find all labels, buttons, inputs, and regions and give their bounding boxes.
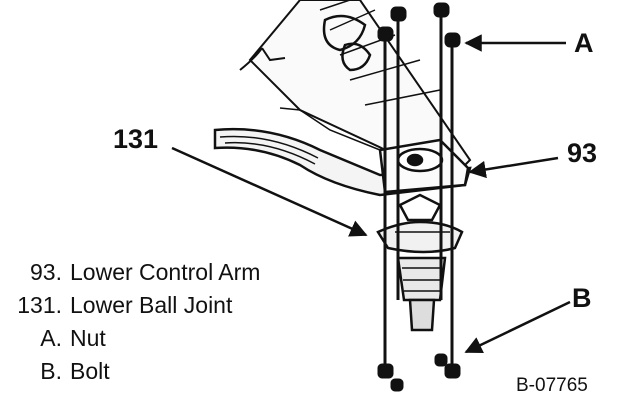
callout-nut: A bbox=[574, 28, 594, 58]
legend-text: Lower Control Arm bbox=[70, 259, 261, 285]
legend-text: Lower Ball Joint bbox=[70, 292, 233, 318]
leader-lines bbox=[171, 34, 571, 354]
legend-key: 93. bbox=[30, 259, 62, 285]
legend-key: B. bbox=[40, 358, 62, 384]
lower-ball-joint bbox=[376, 193, 464, 332]
legend-text: Nut bbox=[70, 325, 106, 351]
figure-id: B-07765 bbox=[516, 375, 588, 396]
callout-lower-ball-joint: 131 bbox=[113, 124, 159, 154]
legend-key: 131. bbox=[17, 292, 62, 318]
callout-lower-control-arm: 93 bbox=[567, 138, 598, 168]
bolts-and-nuts bbox=[377, 2, 461, 392]
legend-key: A. bbox=[40, 325, 62, 351]
legend-text: Bolt bbox=[70, 358, 110, 384]
lower-control-arm bbox=[213, 127, 472, 197]
callout-bolt: B bbox=[572, 283, 592, 313]
